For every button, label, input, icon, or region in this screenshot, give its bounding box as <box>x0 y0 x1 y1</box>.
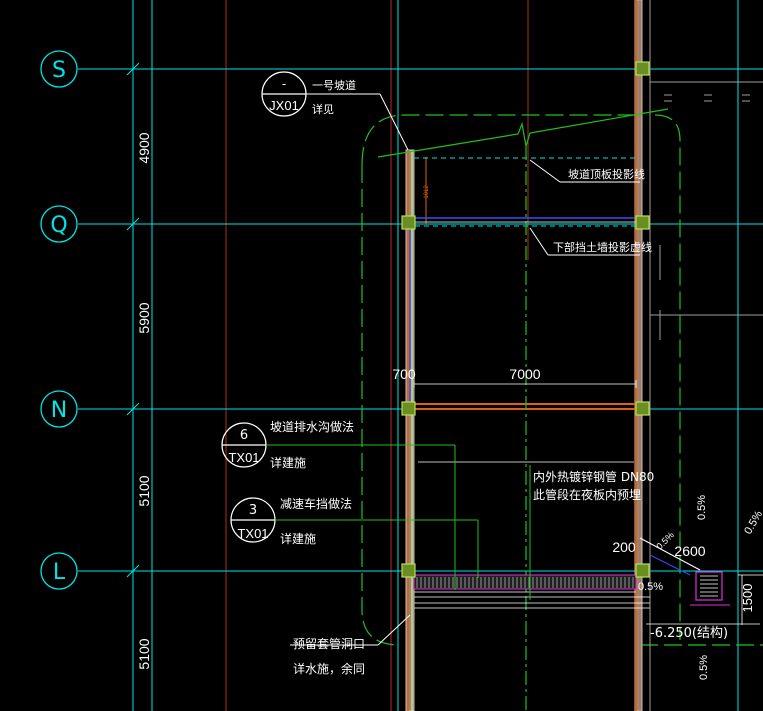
column <box>401 563 416 578</box>
slope-arrows <box>639 537 701 576</box>
dimension-5100-b: 5100 <box>136 638 152 669</box>
grid-axis-label: Q <box>50 213 67 238</box>
grid-axis-label: S <box>52 58 66 83</box>
elevation-label: -6.250(结构) <box>650 626 728 641</box>
dimension-5100-a: 5100 <box>136 475 152 506</box>
callout-note: 详建施 <box>270 455 306 470</box>
callout-ramp-1[interactable]: - JX01 一号坡道 详见 <box>261 71 409 151</box>
callout-sheet: TX01 <box>237 526 268 541</box>
grid-axis-L[interactable]: L <box>40 552 78 590</box>
column <box>635 563 650 578</box>
dimension-7000: 7000 <box>509 366 540 382</box>
column <box>635 401 650 416</box>
dimension-700: 700 <box>392 366 416 382</box>
annotation-pipe[interactable]: 内外热镀锌钢管 DN80 此管段在夜板内预埋 <box>529 465 654 600</box>
callout-title: 减速车挡做法 <box>280 496 352 511</box>
drainage-grating <box>413 574 650 609</box>
callout-number: 3 <box>249 503 257 518</box>
beams <box>405 157 642 410</box>
callout-title: 坡道排水沟做法 <box>270 419 354 434</box>
grid-axis-label: L <box>53 560 66 585</box>
annotation-sleeve[interactable]: 预留套管洞口 详水施，余同 <box>290 614 411 676</box>
slope-labels: 0.5% 0.5% 0.5% 0.5% 0.5% -6.250(结构) <box>638 495 763 680</box>
column <box>635 215 650 230</box>
callout-stop-3[interactable]: 3 TX01 减速车挡做法 详建施 <box>230 496 479 578</box>
annotation-text: 详水施，余同 <box>293 661 365 676</box>
grid-axis-Q[interactable]: Q <box>40 205 78 243</box>
column <box>401 215 416 230</box>
ramp-outline-dashed <box>361 114 763 646</box>
annotation-text: 下部挡土墙投影虚线 <box>553 240 652 254</box>
right-side-details <box>649 0 763 711</box>
dimension-1500: 1500 <box>740 584 755 613</box>
annotation-retaining-wall[interactable]: 下部挡土墙投影虚线 <box>529 227 652 256</box>
annotation-text: 预留套管洞口 <box>293 636 365 651</box>
inner-thin-lines <box>413 221 637 463</box>
annotation-roof-projection[interactable]: 坡道顶板投影线 <box>529 159 645 183</box>
callout-drain-6[interactable]: 6 TX01 坡道排水沟做法 详建施 <box>221 419 456 590</box>
callout-note: 详建施 <box>280 531 316 546</box>
column <box>401 401 416 416</box>
callout-number: 6 <box>240 428 248 443</box>
slope-label: 0.5% <box>698 655 710 680</box>
callout-sheet: JX01 <box>269 98 299 113</box>
dimension-small: 1012 <box>424 185 430 199</box>
callout-number: - <box>282 77 286 91</box>
slope-label: 0.5% <box>696 495 708 520</box>
vertical-dimension-texts: 4900 5900 5100 5100 <box>136 132 152 669</box>
grid-axis-bubbles: S Q N L <box>40 50 78 590</box>
annotation-text: 坡道顶板投影线 <box>568 167 645 181</box>
axis-red-lines <box>225 0 529 711</box>
annotation-text: 此管段在夜板内预埋 <box>533 487 641 502</box>
ramp-walls <box>405 0 643 711</box>
callout-sheet: TX01 <box>228 450 259 465</box>
callout-title: 一号坡道 <box>312 78 356 92</box>
horizontal-dimensions: 700 7000 200 2600 1500 1012 <box>392 185 755 613</box>
column <box>635 61 650 76</box>
callout-note: 详见 <box>312 102 334 116</box>
break-line <box>377 108 669 711</box>
grid-axis-label: N <box>51 398 67 423</box>
slope-label: 0.5% <box>638 581 663 593</box>
annotation-text: 内外热镀锌钢管 DN80 <box>533 469 654 484</box>
dimension-2600: 2600 <box>674 543 705 559</box>
blue-lines <box>409 217 634 404</box>
columns <box>401 61 650 578</box>
dimension-200: 200 <box>612 539 636 555</box>
grid-axis-N[interactable]: N <box>40 390 78 428</box>
dimension-4900: 4900 <box>136 132 152 163</box>
grid-axis-S[interactable]: S <box>40 50 78 88</box>
dimension-5900: 5900 <box>136 302 152 333</box>
drain-pit <box>690 571 763 625</box>
